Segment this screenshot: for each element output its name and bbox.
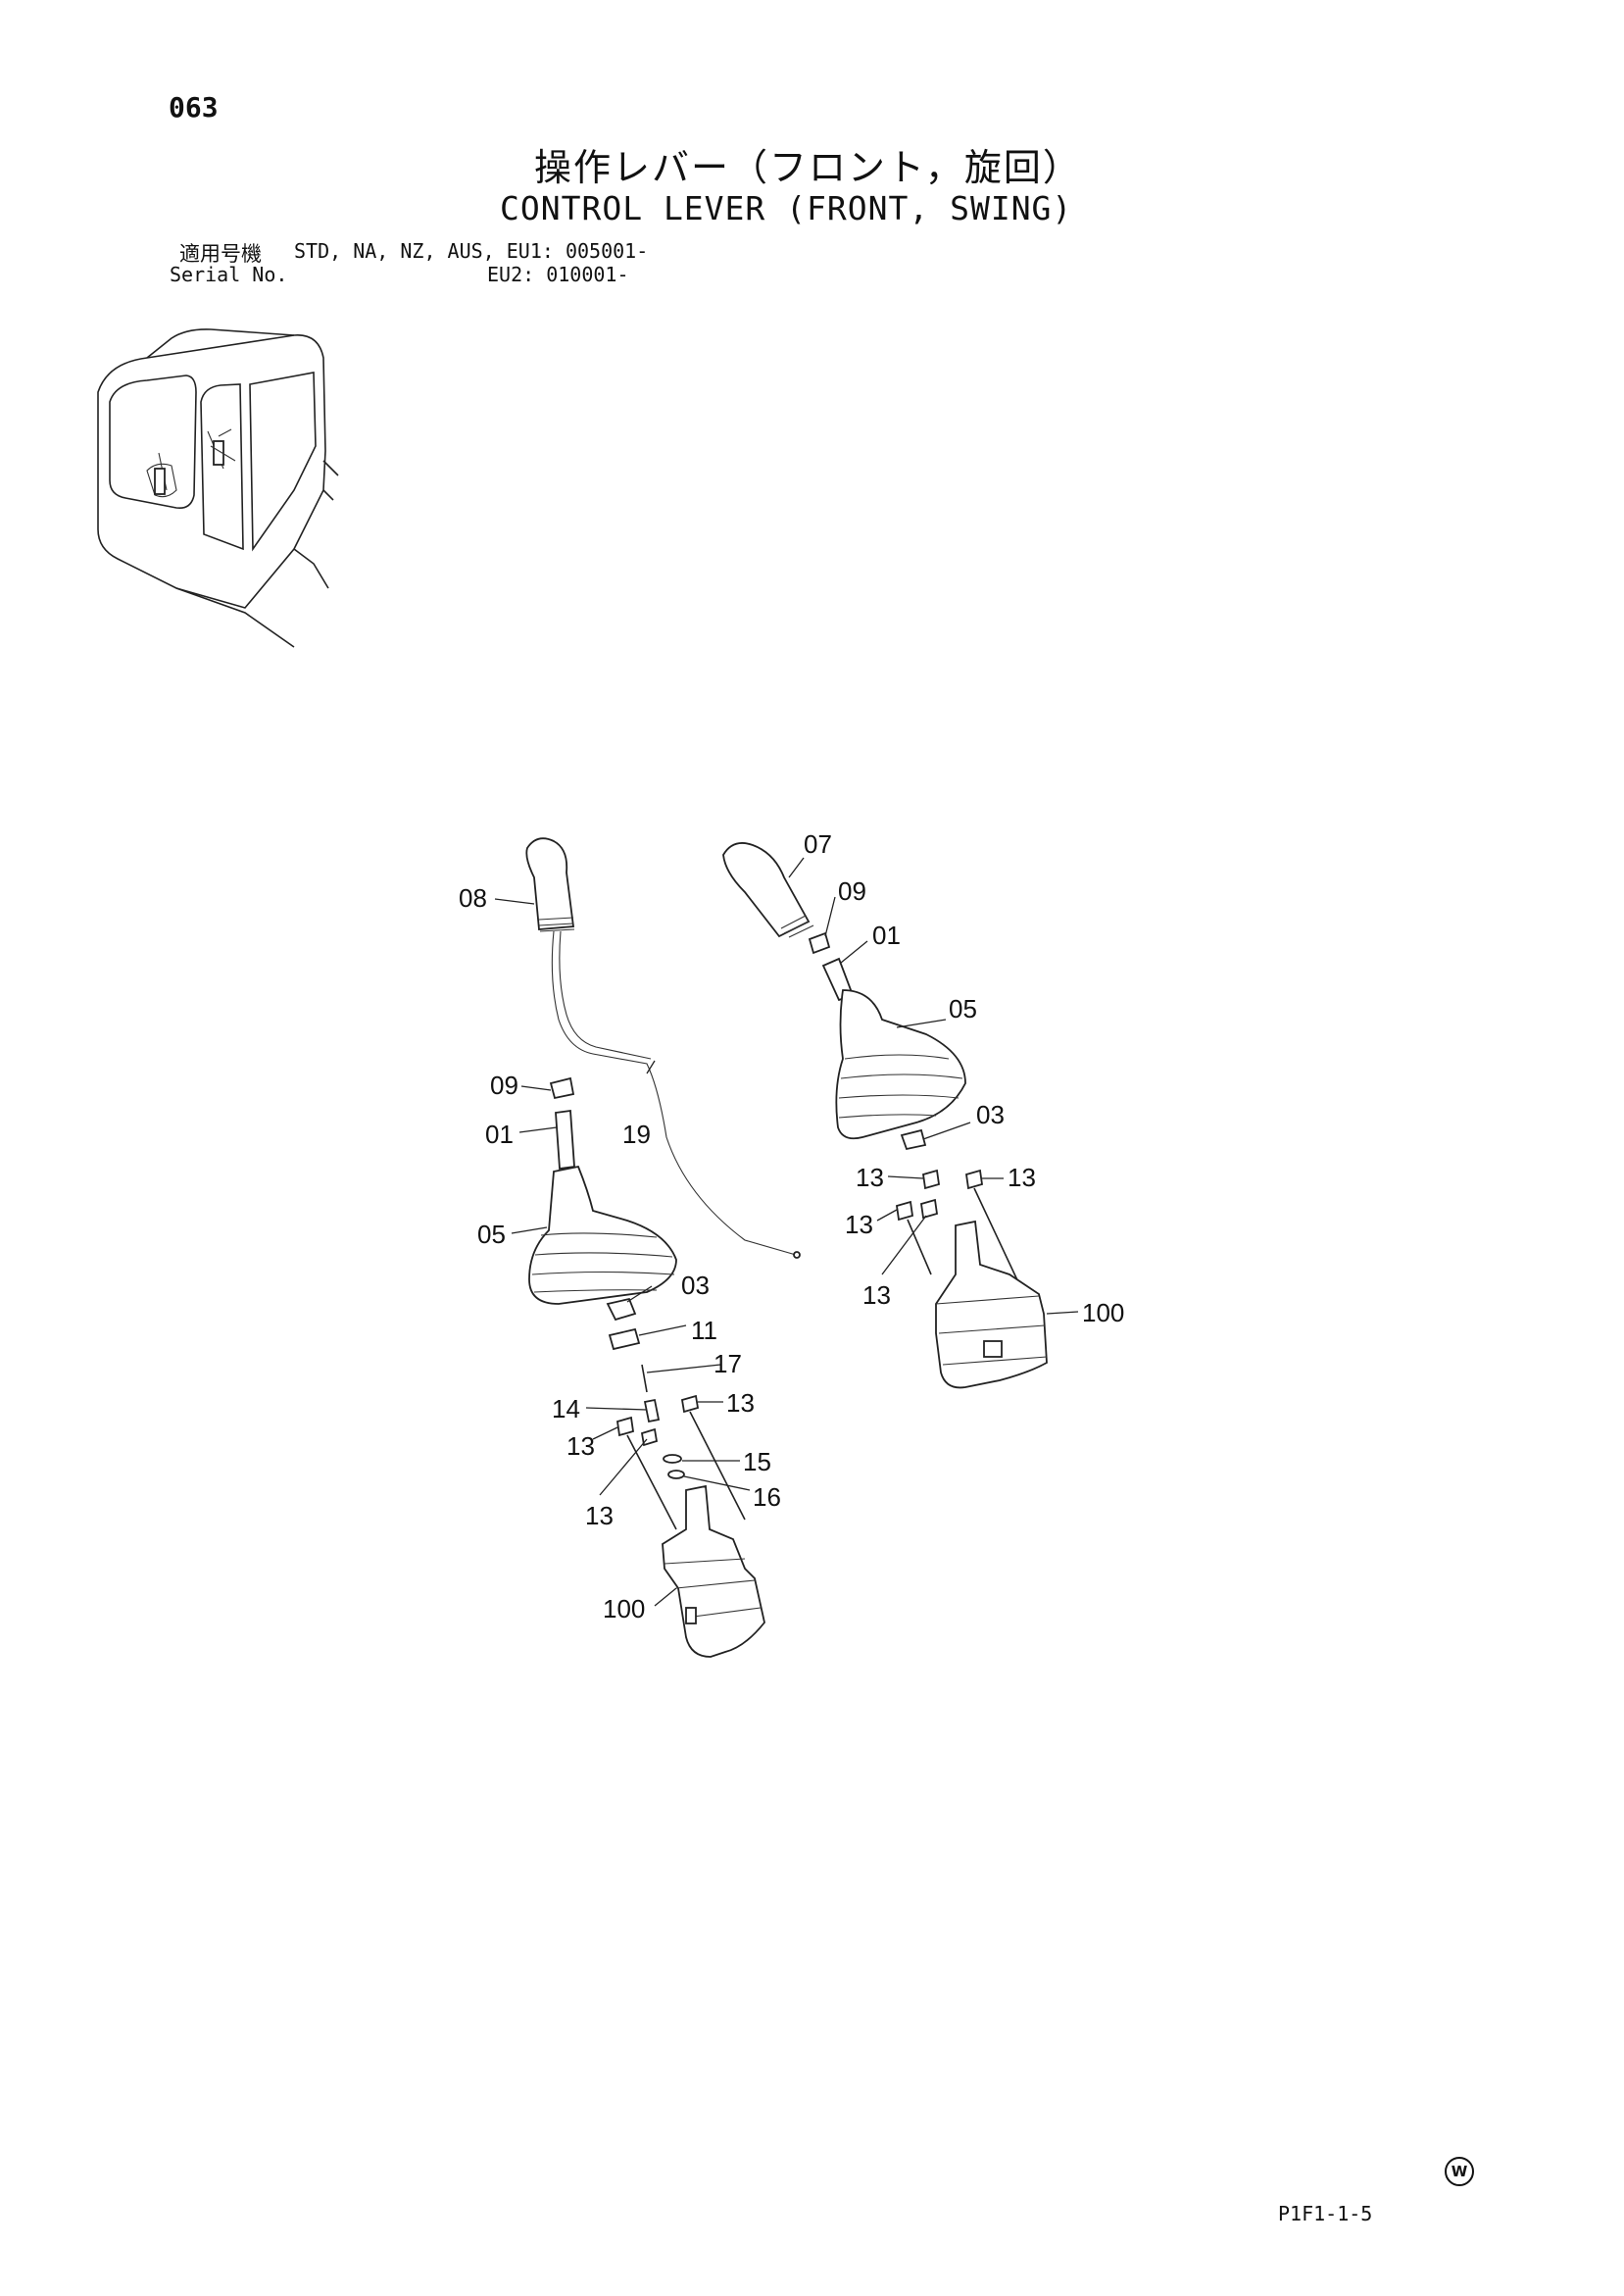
cab-location-thumbnail	[97, 328, 339, 648]
callout-left-01: 01	[485, 1120, 514, 1149]
callout-left-13-lower: 13	[585, 1501, 614, 1530]
right-nut-03	[900, 1128, 927, 1151]
callout-right-13-lower: 13	[862, 1280, 891, 1310]
serial-label-japanese: 適用号機	[179, 242, 262, 266]
callout-left-14: 14	[552, 1394, 580, 1423]
callout-left-13-upper: 13	[726, 1388, 755, 1418]
callout-left-19: 19	[622, 1120, 651, 1149]
callout-left-05: 05	[477, 1220, 506, 1249]
callout-right-100: 100	[1082, 1298, 1124, 1327]
callout-right-13-upper-right: 13	[1008, 1163, 1036, 1192]
callout-left-16: 16	[753, 1482, 781, 1512]
left-nut-09	[549, 1076, 575, 1100]
right-grip	[722, 842, 811, 938]
callout-right-03: 03	[976, 1100, 1005, 1129]
manufacturer-mark: W	[1445, 2157, 1474, 2186]
right-pilot-valve	[935, 1220, 1048, 1389]
right-nut-09	[808, 931, 831, 955]
left-pin	[641, 1364, 648, 1393]
callout-right-09: 09	[838, 876, 866, 906]
left-pilot-valve	[662, 1484, 765, 1658]
left-nut-03	[606, 1297, 637, 1322]
callout-right-07: 07	[804, 829, 832, 859]
page-title-english: CONTROL LEVER (FRONT, SWING)	[500, 189, 1073, 227]
left-collar	[608, 1327, 641, 1351]
callout-left-100: 100	[603, 1594, 645, 1623]
callout-left-09: 09	[490, 1071, 518, 1100]
serial-label-english: Serial No.	[170, 263, 288, 286]
right-control-lever-assembly	[722, 842, 1048, 1389]
page-number: 063	[169, 91, 219, 124]
serial-range-row-2: EU2: 010001-	[487, 263, 629, 286]
leader-lines	[494, 857, 1079, 1607]
left-grip	[525, 837, 575, 930]
page-title-japanese: 操作レバー（フロント，旋回）	[534, 146, 1082, 189]
callout-left-03: 03	[681, 1271, 710, 1300]
left-boot	[528, 1165, 677, 1305]
page-code: P1F1-1-5	[1278, 2202, 1373, 2225]
callout-right-01: 01	[872, 921, 901, 950]
callout-right-13-mid-left: 13	[845, 1210, 873, 1239]
callout-right-05: 05	[949, 994, 977, 1023]
callout-left-11: 11	[691, 1316, 717, 1345]
left-lever-rod	[555, 1109, 575, 1171]
callout-left-08: 08	[459, 883, 487, 913]
callout-left-17: 17	[714, 1349, 742, 1378]
left-harness	[551, 930, 797, 1256]
callout-left-15: 15	[743, 1447, 771, 1476]
callout-right-13-upper-left: 13	[856, 1163, 884, 1192]
serial-range-row-1: STD, NA, NZ, AUS, EU1: 005001-	[294, 239, 649, 263]
callout-left-13-left: 13	[566, 1431, 595, 1461]
left-bolts	[615, 1394, 746, 1530]
right-bolts	[895, 1169, 1020, 1285]
left-control-lever-assembly	[525, 837, 801, 1658]
right-boot	[835, 989, 966, 1140]
